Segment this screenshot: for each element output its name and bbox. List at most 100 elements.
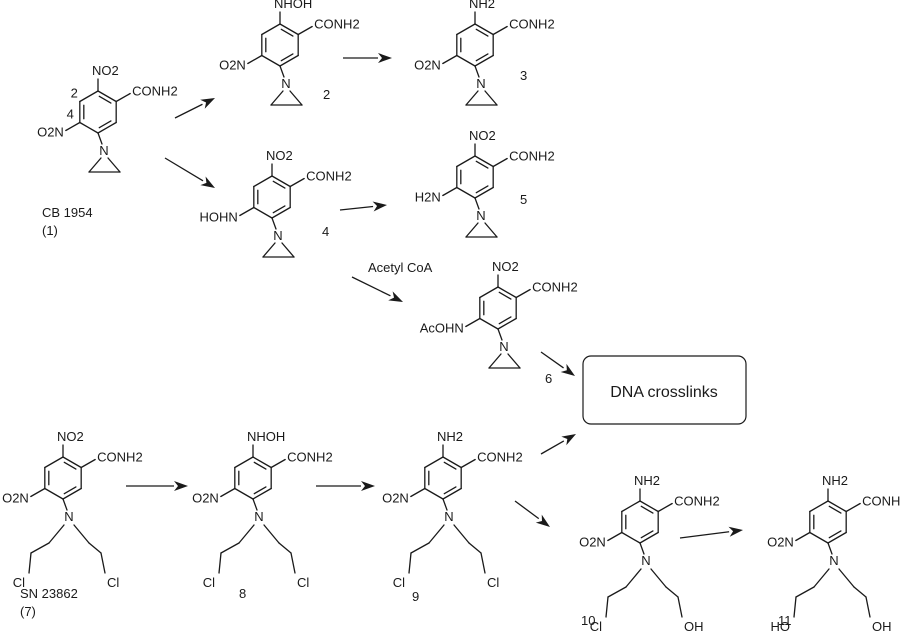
left-group-label: O2N <box>579 535 606 550</box>
chain-bond <box>853 586 867 598</box>
left-bond <box>239 206 255 217</box>
reaction-arrow <box>514 500 550 527</box>
n-bond <box>639 542 645 555</box>
aziridine-bond <box>289 90 303 106</box>
n-bond <box>62 498 68 511</box>
reaction-arrow <box>316 481 375 491</box>
left-group-label: O2N <box>767 535 794 550</box>
chain-bond <box>607 586 627 598</box>
chain-bond <box>428 524 445 544</box>
double-bond <box>98 95 112 104</box>
double-bond <box>475 53 489 62</box>
amide-label: CONH2 <box>509 149 555 164</box>
dna-crosslinks-box: DNA crosslinks <box>582 355 747 425</box>
compound-name-label: CB 1954 <box>42 205 93 220</box>
ring-bond <box>827 531 847 544</box>
amide-bond <box>492 157 508 168</box>
ring-bond <box>261 23 281 36</box>
compound-number-label: 3 <box>520 68 527 83</box>
left-group-label: O2N <box>37 125 64 140</box>
chain-bond <box>48 524 65 544</box>
top-group-label: NO2 <box>266 148 293 163</box>
double-bond <box>828 530 842 539</box>
chain-bond <box>480 552 486 574</box>
aziridine-bond <box>270 90 284 106</box>
amide-label: CONH2 <box>306 169 352 184</box>
nitrogen-label: N <box>829 553 838 568</box>
n-bond <box>271 217 277 230</box>
chain-bond <box>605 596 609 618</box>
ring-bond <box>474 155 494 168</box>
double-bond <box>498 316 512 325</box>
amide-bond <box>270 458 286 469</box>
nitrogen-label: N <box>281 76 290 91</box>
ring-bond <box>424 487 444 500</box>
compound-number-label: 8 <box>239 586 246 601</box>
amide-bond <box>289 177 305 188</box>
n-bond <box>442 498 448 511</box>
ring-bond <box>479 286 499 299</box>
ring-bond <box>97 90 117 103</box>
ring-bond <box>62 456 82 469</box>
left-bond <box>65 121 81 132</box>
amide-label: CONH2 <box>532 280 578 295</box>
left-group-label: O2N <box>414 58 441 73</box>
top-group-label: NO2 <box>92 63 119 78</box>
ring-bond <box>271 175 291 188</box>
compound-name-label: SN 23862 <box>20 586 78 601</box>
ring-bond <box>621 500 641 513</box>
reaction-arrow <box>164 157 215 188</box>
double-bond <box>253 461 267 470</box>
left-terminal-label: Cl <box>13 575 25 590</box>
ring-bond <box>456 155 476 168</box>
reaction-arrow <box>174 98 215 119</box>
left-group-label: O2N <box>382 491 409 506</box>
left-bond <box>607 531 623 542</box>
double-bond <box>475 28 489 37</box>
double-bond <box>272 180 286 189</box>
chain-bond <box>218 552 222 574</box>
position-2-label: 2 <box>71 86 78 101</box>
dna-crosslinks-label: DNA crosslinks <box>610 384 718 401</box>
chain-bond <box>865 596 871 618</box>
left-group-label: AcOHN <box>420 321 464 336</box>
double-bond <box>280 53 294 62</box>
left-terminal-label: Cl <box>590 619 602 633</box>
right-terminal-label: Cl <box>107 575 119 590</box>
amide-bond <box>80 458 96 469</box>
ring-bond <box>639 531 659 544</box>
chain-bond <box>238 524 255 544</box>
reaction-arrow <box>679 526 743 539</box>
compound-number-label: 5 <box>520 192 527 207</box>
nitrogen-label: N <box>444 509 453 524</box>
ring-bond <box>271 206 291 219</box>
top-group-label: NH2 <box>822 473 848 488</box>
left-terminal-label: Cl <box>393 575 405 590</box>
aziridine-bond <box>88 157 102 173</box>
compound-number-label: 10 <box>581 613 595 628</box>
chain-bond <box>73 524 90 544</box>
aziridine-bond <box>488 353 502 369</box>
chain-bond <box>28 552 32 574</box>
chain-bond <box>410 542 430 554</box>
chain-bond <box>30 542 50 554</box>
ring-bond <box>497 286 517 299</box>
ring-bond <box>474 54 494 67</box>
compound-number-label: 6 <box>545 371 552 386</box>
left-terminal-label: Cl <box>203 575 215 590</box>
left-group-label: O2N <box>219 58 246 73</box>
left-group-label: HOHN <box>200 210 238 225</box>
ring-bond <box>279 23 299 36</box>
nitrogen-label: N <box>499 339 508 354</box>
double-bond <box>828 505 842 514</box>
ring-bond <box>252 456 272 469</box>
right-terminal-label: OH <box>872 619 892 633</box>
ring-bond <box>261 54 281 67</box>
chain-bond <box>795 586 815 598</box>
left-group-label: O2N <box>192 491 219 506</box>
amide-bond <box>492 25 508 36</box>
